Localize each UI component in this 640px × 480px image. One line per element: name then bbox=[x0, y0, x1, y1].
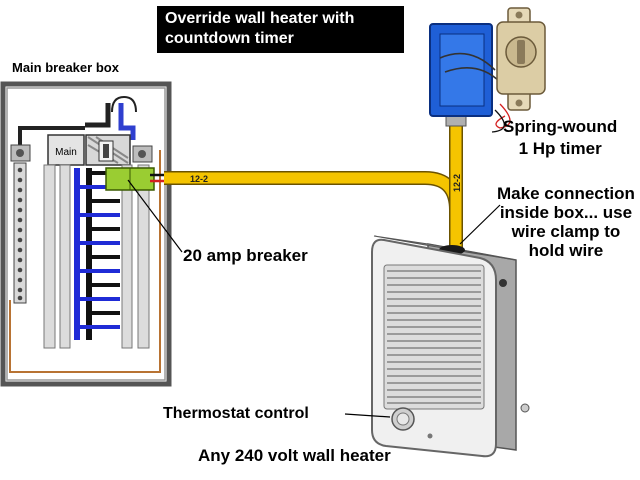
title-line-1: Override wall heater with bbox=[165, 10, 355, 27]
heater-grille bbox=[383, 264, 485, 410]
connection-note-line-1: Make connection bbox=[497, 184, 635, 203]
box-wires bbox=[439, 52, 501, 83]
title-line-2: countdown timer bbox=[165, 30, 294, 47]
wall-heater bbox=[371, 235, 530, 458]
connection-note-line-2: inside box... use bbox=[499, 203, 633, 222]
main-breaker-panel: Main bbox=[0, 81, 183, 387]
main-breaker-label: Main bbox=[55, 147, 77, 158]
connection-note-line-4: hold wire bbox=[528, 241, 604, 260]
cable-tag-horizontal: 12-2 bbox=[190, 174, 208, 184]
timer-lead-red bbox=[495, 103, 511, 129]
heater-label: Any 240 volt wall heater bbox=[198, 446, 391, 465]
neutral-feed-wire bbox=[18, 126, 85, 150]
main-breaker-box-label: Main breaker box bbox=[12, 60, 119, 75]
service-entry-loop bbox=[111, 95, 137, 113]
service-wire-blue bbox=[118, 103, 136, 140]
connection-note-line-3: wire clamp to bbox=[511, 222, 621, 241]
bus-bar-black bbox=[86, 168, 92, 340]
timer-label-line-1: Spring-wound bbox=[503, 117, 618, 136]
timer-label-line-2: 1 Hp timer bbox=[518, 139, 602, 158]
cable-outline bbox=[164, 171, 463, 250]
bus-bar-blue bbox=[74, 168, 80, 340]
neutral-bar bbox=[13, 162, 27, 304]
cable-tag-vertical: 12-2 bbox=[452, 174, 462, 192]
timer-assembly bbox=[429, 7, 546, 133]
thermostat-label: Thermostat control bbox=[163, 405, 309, 422]
breaker-pointer bbox=[127, 179, 183, 253]
cable-12-2 bbox=[164, 172, 462, 250]
breaker-20amp-label: 20 amp breaker bbox=[183, 246, 308, 265]
ground-wire bbox=[9, 150, 161, 373]
thermostat-pointer bbox=[344, 413, 391, 418]
connection-pointer bbox=[459, 204, 501, 245]
diagram-title: Override wall heater with countdown time… bbox=[157, 6, 404, 53]
timer-label: Spring-wound 1 Hp timer bbox=[503, 116, 617, 160]
service-wire-black bbox=[85, 103, 111, 128]
main-breaker bbox=[47, 134, 85, 166]
timer-lead-black bbox=[491, 109, 505, 133]
connection-note: Make connection inside box... use wire c… bbox=[497, 184, 635, 260]
